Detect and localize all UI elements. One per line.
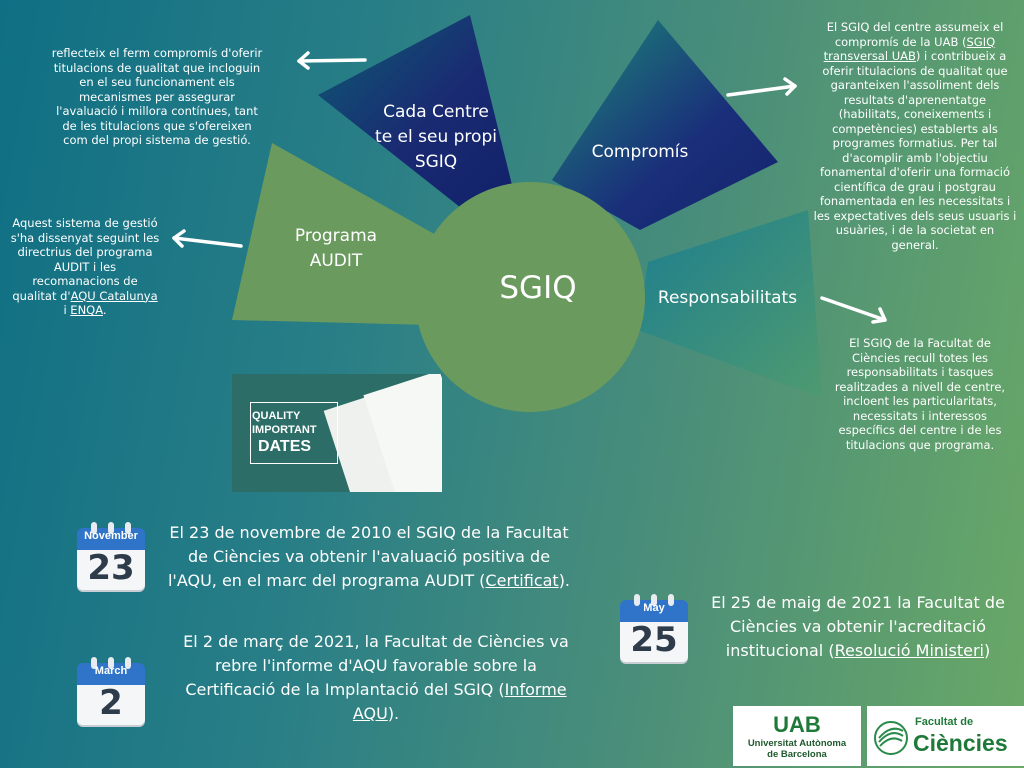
quality-frame <box>250 402 338 464</box>
event-text: El 25 de maig de 2021 la Facultat de Ciè… <box>706 591 1010 663</box>
calendar-icon: May 25 <box>620 592 688 662</box>
link-sgiq-transversal[interactable]: SGIQ transversal UAB <box>823 34 996 64</box>
calendar-body <box>77 685 145 725</box>
facultat-logo-line2: Ciències <box>913 730 1008 756</box>
event-text-pre: El 25 de maig de 2021 la Facultat de Ciè… <box>711 593 1005 660</box>
wedge-label-cada-centre: Cada Centre te el seu propi SGIQ <box>375 102 497 172</box>
wedge-programa <box>232 143 445 325</box>
calendar-ring <box>634 594 640 606</box>
calendar-ring <box>668 594 674 606</box>
sgiq-center-circle <box>415 182 645 412</box>
wedge-responsabilitats <box>638 210 822 398</box>
quality-dates-image: QUALITY IMPORTANT DATES <box>232 374 442 492</box>
wedge-cada-centre <box>318 15 512 215</box>
facultat-ciencies-logo[interactable]: Facultat de Ciències <box>867 706 1024 766</box>
calendar-ring <box>91 657 97 669</box>
calendar-ring <box>125 657 131 669</box>
calendar-icon: March 2 <box>77 655 145 725</box>
calendar-month: November <box>84 530 138 542</box>
wedge-label-programa: Programa AUDIT <box>294 226 378 271</box>
link-informe-aqu[interactable]: Informe AQU <box>352 680 567 723</box>
arrow-right-icon <box>726 77 797 97</box>
sgiq-center-label: SGIQ <box>499 270 577 306</box>
wedge-label-compromis: Compromís <box>591 142 689 162</box>
uab-logo-main: UAB <box>773 712 821 737</box>
quality-text-2: IMPORTANT <box>252 424 317 436</box>
uab-logo[interactable]: UAB Universitat Autònoma de Barcelona <box>733 706 861 766</box>
quality-text-1: QUALITY <box>252 410 301 422</box>
desc-compromis-post: ) i contribueix a oferir titulacions de … <box>813 49 1017 252</box>
calendar-day: 25 <box>630 620 678 660</box>
link-certificat[interactable]: Certificat <box>485 571 559 590</box>
calendar-day: 2 <box>99 683 123 723</box>
calendar-month: March <box>94 665 128 677</box>
arrow-left-icon <box>172 229 243 248</box>
wedge-label-responsabilitats: Responsabilitats <box>657 288 798 308</box>
event-text: El 23 de novembre de 2010 el SGIQ de la … <box>166 521 572 593</box>
uab-logo-sub2: de Barcelona <box>767 749 827 760</box>
calendar-ring <box>125 522 131 534</box>
quality-text-3: DATES <box>258 438 312 455</box>
facultat-emblem-icon <box>874 721 908 755</box>
event-text-pre: El 2 de març de 2021, la Facultat de Ciè… <box>183 632 569 699</box>
desc-programa-post: . <box>102 303 107 317</box>
calendar-icon: November 23 <box>77 520 145 590</box>
desc-programa-pre: Aquest sistema de gestió s'ha dissenyat … <box>10 216 160 303</box>
calendar-body <box>77 550 145 590</box>
calendar-ring <box>108 522 114 534</box>
desc-compromis: El SGIQ del centre assumeix el compromís… <box>812 20 1018 252</box>
calendar-body <box>620 622 688 662</box>
event-text-post: ) <box>983 641 991 660</box>
link-aqu-catalunya[interactable]: AQU Catalunya <box>70 288 158 303</box>
wedge-compromis <box>552 20 778 230</box>
uab-logo-sub1: Universitat Autònoma <box>747 738 847 749</box>
facultat-logo-line1: Facultat de <box>915 716 974 728</box>
event-text-post: ). <box>387 704 400 723</box>
link-enqa[interactable]: ENQA <box>70 303 103 317</box>
desc-compromis-pre: El SGIQ del centre assumeix el compromís… <box>826 20 1004 49</box>
event-text-post: ). <box>558 571 571 590</box>
calendar-day: 23 <box>87 548 135 588</box>
arrow-left-icon <box>297 51 367 70</box>
event-text-pre: El 23 de novembre de 2010 el SGIQ de la … <box>167 523 569 590</box>
calendar-month: May <box>643 602 665 614</box>
desc-responsabilitats: El SGIQ de la Facultat de Ciències recul… <box>834 336 1006 452</box>
calendar-ring <box>651 594 657 606</box>
link-resolucio-ministeri[interactable]: Resolució Ministeri <box>834 641 984 660</box>
calendar-ring <box>91 522 97 534</box>
arrow-right-icon <box>820 296 887 324</box>
event-text: El 2 de març de 2021, la Facultat de Ciè… <box>174 630 578 726</box>
desc-cada-centre: reflecteix el ferm compromís d'oferir ti… <box>51 46 263 147</box>
desc-programa-mid: i <box>63 303 71 317</box>
desc-programa: Aquest sistema de gestió s'ha dissenyat … <box>10 216 160 318</box>
calendar-ring <box>108 657 114 669</box>
